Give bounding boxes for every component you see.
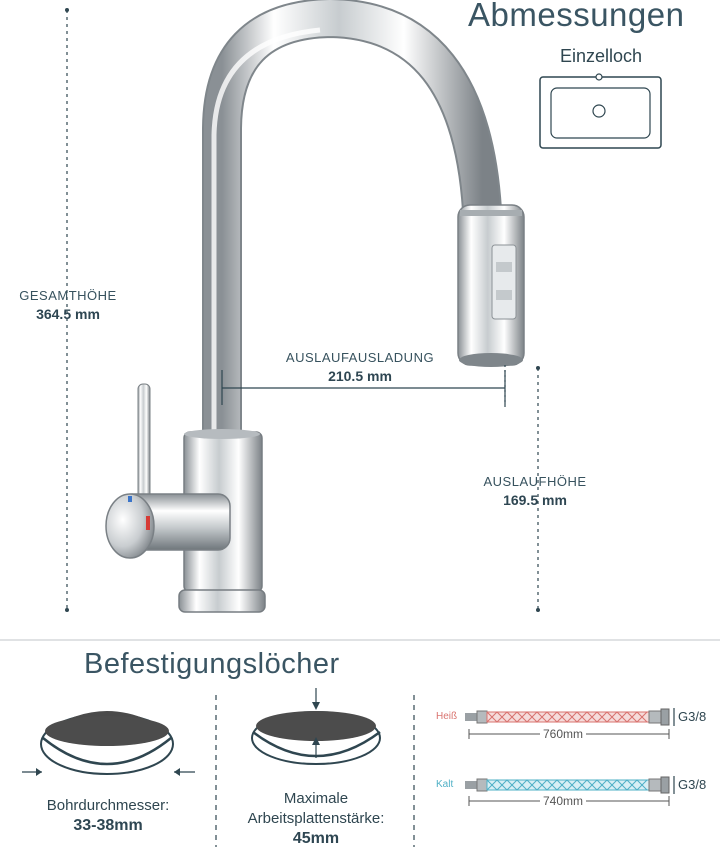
hot-hose-thread: G3/8: [678, 709, 707, 724]
cold-hose-label: Kalt: [436, 779, 454, 790]
mounting-title: Befestigungslöcher: [84, 648, 340, 680]
hole-diameter-icon: [22, 711, 195, 776]
handle-lever: [137, 383, 151, 505]
hole-diameter-label: Bohrdurchmesser:: [46, 797, 170, 814]
counter-thickness-icon: [251, 688, 381, 765]
page-title: Abmessungen: [468, 0, 685, 33]
total-height-label: GESAMTHÖHE: [19, 288, 117, 303]
spout-reach-label: AUSLAUFAUSLADUNG: [285, 350, 435, 365]
max-thickness-label-line1: Maximale: [283, 790, 349, 807]
mount-type-label: Einzelloch: [559, 46, 643, 66]
hot-hose-length: 760mm: [540, 727, 587, 741]
cold-hose-length: 740mm: [540, 794, 587, 808]
cold-hose-thread: G3/8: [678, 777, 707, 792]
total-height-value: 364.5 mm: [36, 306, 100, 322]
spray-head: [457, 204, 525, 367]
max-thickness-value: 45mm: [292, 830, 340, 847]
spout-height-label: AUSLAUFHÖHE: [483, 474, 587, 489]
hole-diameter-value: 33-38mm: [73, 817, 143, 834]
hot-hose-label: Heiß: [436, 711, 458, 722]
max-thickness-label-line2: Arbeitsplattenstärke:: [247, 810, 385, 827]
sink-icon: [539, 73, 662, 149]
spout-reach-value: 210.5 mm: [328, 368, 392, 384]
spout-height-value: 169.5 mm: [503, 492, 567, 508]
